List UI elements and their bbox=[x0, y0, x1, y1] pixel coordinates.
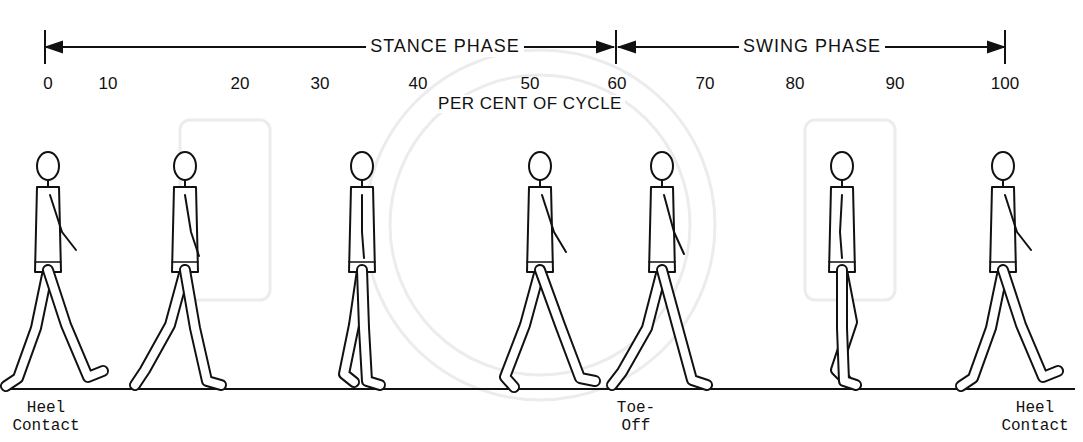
percent-tick: 60 bbox=[608, 75, 627, 94]
percent-tick: 40 bbox=[409, 75, 428, 94]
gait-event-label: Heel Contact bbox=[6, 400, 86, 435]
walking-figure bbox=[135, 152, 221, 385]
percent-tick: 80 bbox=[786, 75, 805, 94]
walking-figure bbox=[505, 152, 595, 387]
percent-tick: 50 bbox=[521, 75, 540, 94]
phase-bracket bbox=[45, 30, 1005, 64]
walking-figure bbox=[344, 152, 380, 385]
watermark bbox=[180, 50, 895, 400]
walking-figure bbox=[6, 152, 103, 386]
walking-figure bbox=[612, 152, 707, 385]
percent-tick: 70 bbox=[696, 75, 715, 94]
axis-title: PER CENT OF CYCLE bbox=[435, 95, 625, 114]
walking-figure bbox=[829, 152, 856, 385]
gait-event-label: Toe-Off bbox=[611, 400, 661, 435]
percent-tick: 30 bbox=[311, 75, 330, 94]
percent-tick: 20 bbox=[231, 75, 250, 94]
percent-tick: 100 bbox=[991, 75, 1019, 94]
ground-line bbox=[10, 388, 1075, 390]
phase-label: SWING PHASE bbox=[739, 37, 885, 57]
percent-tick: 10 bbox=[99, 75, 118, 94]
phase-label: STANCE PHASE bbox=[366, 37, 524, 57]
gait-event-label: Heel Contact bbox=[995, 400, 1075, 435]
percent-tick: 90 bbox=[886, 75, 905, 94]
percent-tick: 0 bbox=[43, 75, 52, 94]
walking-figure bbox=[961, 152, 1058, 386]
